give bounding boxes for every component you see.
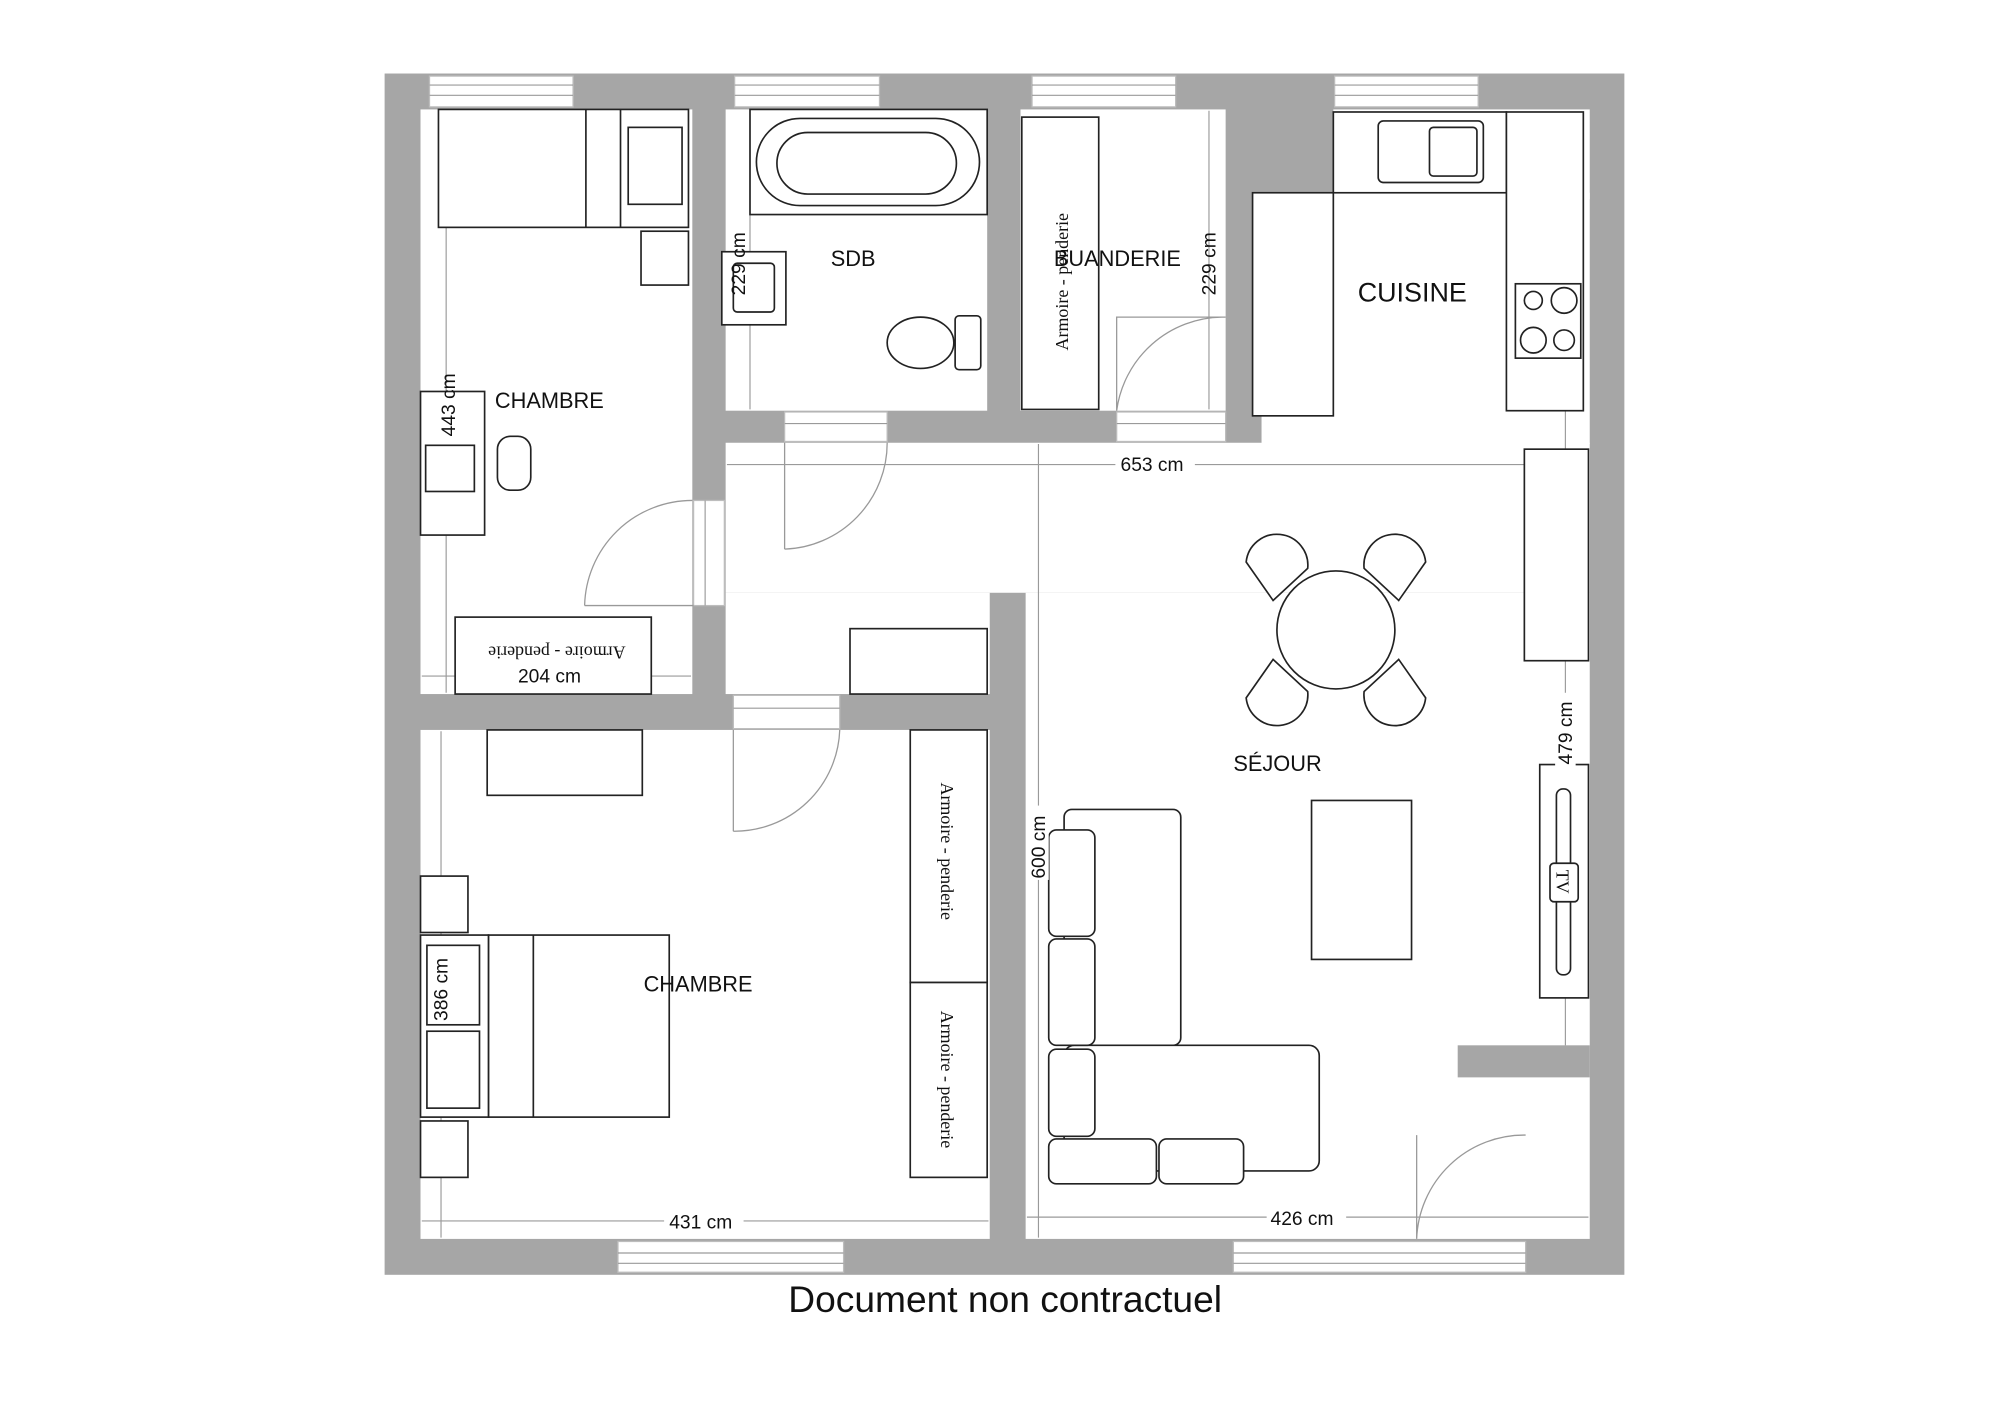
tv-unit <box>1538 763 1590 999</box>
bathtub <box>749 108 989 216</box>
wardrobe-label: Armoire - penderie <box>1052 213 1072 350</box>
room-label-cuisine: CUISINE <box>1358 278 1467 308</box>
wardrobe-chambre-2-b <box>909 981 989 1179</box>
dim-sejour-height: 600 cm <box>1029 816 1050 879</box>
room-label-sejour: SÉJOUR <box>1233 751 1321 776</box>
sideboard <box>1523 448 1590 662</box>
dim-buanderie-height: 229 cm <box>1199 232 1220 295</box>
room-label-sdb: SDB <box>831 246 876 271</box>
dim-chambre-1-height: 443 cm <box>439 373 460 436</box>
single-bed <box>437 108 690 286</box>
dim-sejour-width-bottom: 426 cm <box>1271 1209 1334 1230</box>
kitchen-counters <box>1251 111 1585 417</box>
room-label-chambre-1: CHAMBRE <box>495 388 604 413</box>
desk <box>419 390 532 536</box>
dim-chambre-1-width: 204 cm <box>518 667 581 688</box>
dresser <box>486 729 644 797</box>
double-bed <box>419 875 671 1179</box>
wardrobe-buanderie <box>1020 116 1100 411</box>
dim-sejour-width-top: 653 cm <box>1121 455 1184 476</box>
toilet <box>886 315 982 371</box>
sink <box>720 250 787 326</box>
dim-sdb-height: 229 cm <box>729 232 750 295</box>
door-swings <box>583 316 1526 1239</box>
wardrobe-label: Armoire - penderie <box>937 1011 957 1148</box>
room-label-chambre-2: CHAMBRE <box>644 971 753 996</box>
wardrobe-label: Armoire - penderie <box>488 643 625 663</box>
tv-label: TV <box>1552 870 1572 894</box>
dim-chambre-2-height: 386 cm <box>431 958 452 1021</box>
dim-chambre-2-width: 431 cm <box>669 1213 732 1234</box>
windows <box>428 75 1527 1273</box>
corner-sofa <box>1047 808 1321 1185</box>
dim-sejour-right-height: 479 cm <box>1556 702 1577 765</box>
wardrobe-chambre-2-a <box>909 729 989 984</box>
hall-cabinet <box>849 627 989 695</box>
room-label-buanderie: BUANDERIE <box>1054 246 1181 271</box>
wardrobe-label: Armoire - penderie <box>937 783 957 920</box>
dining-table <box>1245 533 1427 727</box>
footer-disclaimer: Document non contractuel <box>788 1278 1222 1320</box>
wardrobe-chambre-1 <box>454 616 653 695</box>
dimension-labels: 443 cm 204 cm 229 cm 229 cm 653 cm 600 c… <box>431 232 1576 1233</box>
coffee-table <box>1310 799 1413 961</box>
